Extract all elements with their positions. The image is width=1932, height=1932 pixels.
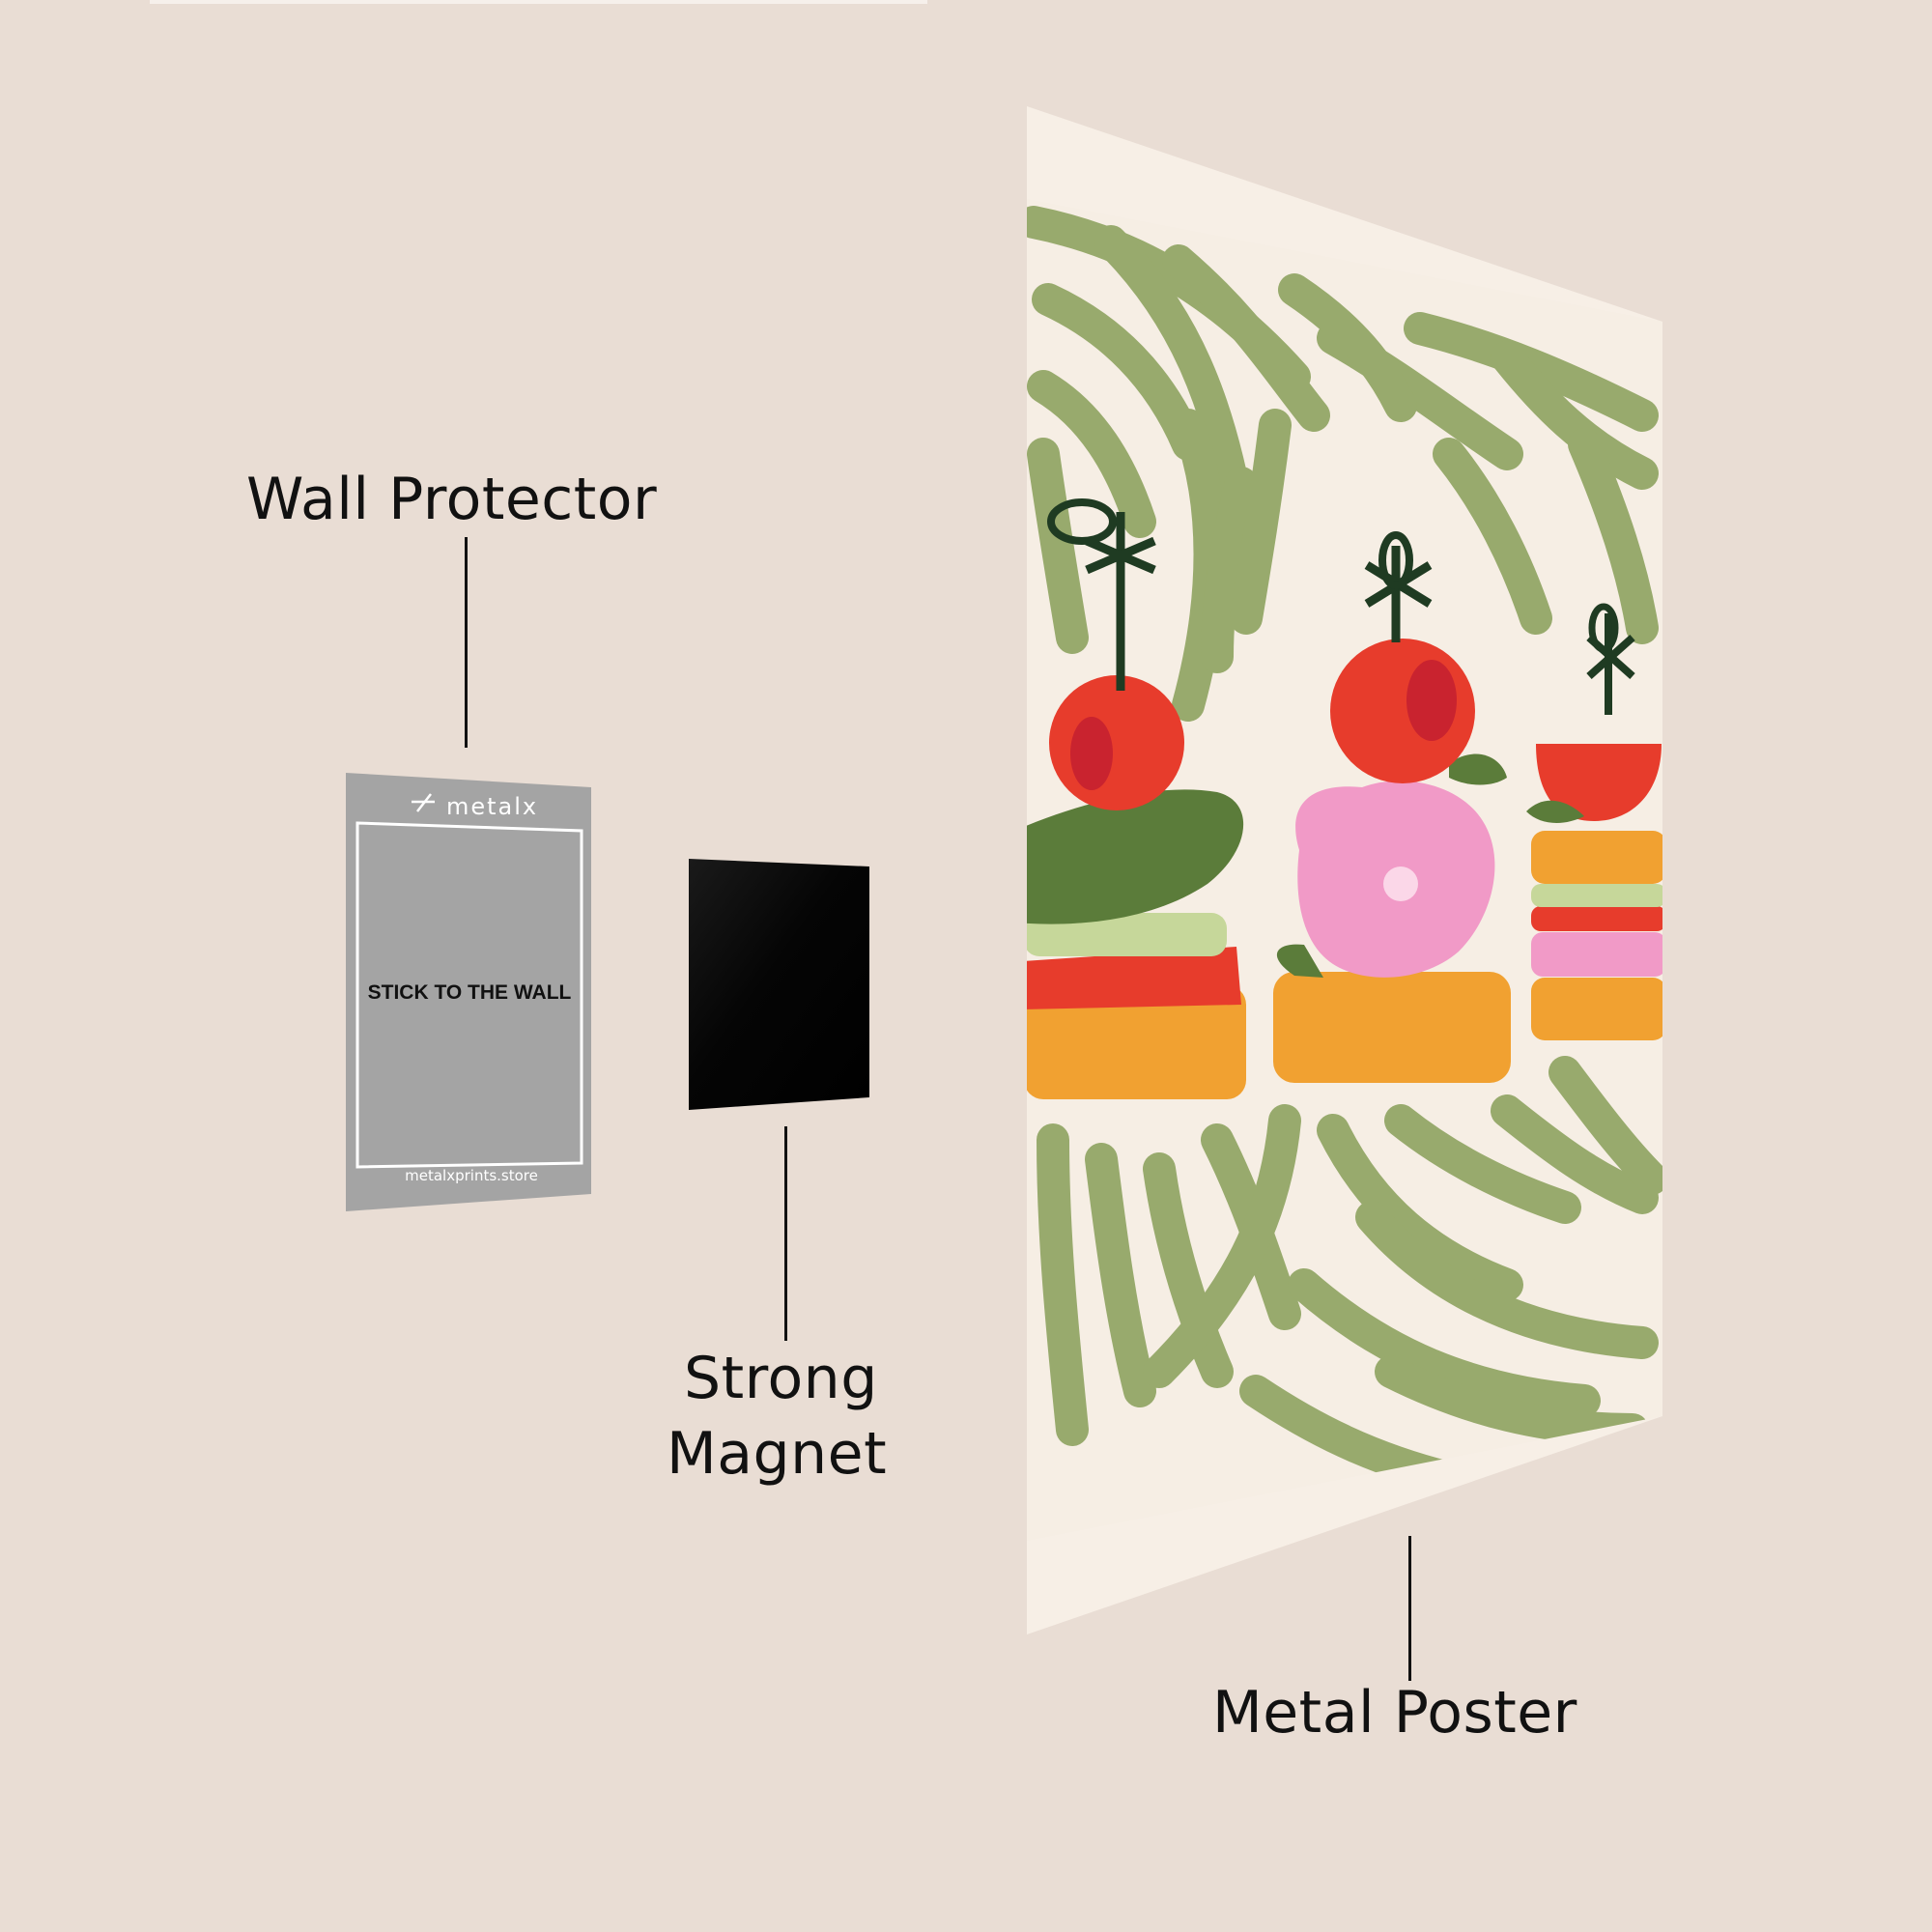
strong-magnet [689,859,869,1110]
protector-brand: metalx [446,793,538,820]
metal-poster [1027,106,1662,1634]
canape-middle [1273,531,1511,1083]
wall-protector-callout-line [465,537,468,748]
canape-right [1526,603,1662,1040]
wall-protector-label: Wall Protector [246,466,658,533]
metal-poster-callout-line [1408,1536,1411,1681]
wall-protector: metalx STICK TO THE WALL metalxprints.st… [346,773,591,1211]
protector-instruction: STICK TO THE WALL [368,981,572,1004]
poster-artwork [1027,199,1662,1541]
protector-website: metalxprints.store [405,1167,538,1184]
top-edge-strip [150,0,927,4]
strong-magnet-callout-line [784,1126,787,1341]
poster-top-leaves [1027,206,1659,722]
metal-poster-label: Metal Poster [1212,1679,1577,1747]
canape-left [1027,498,1246,1099]
strong-magnet-label-line1: Strong [684,1345,878,1412]
strong-magnet-label-line2: Magnet [667,1420,888,1488]
metalx-logo-icon [412,793,435,812]
